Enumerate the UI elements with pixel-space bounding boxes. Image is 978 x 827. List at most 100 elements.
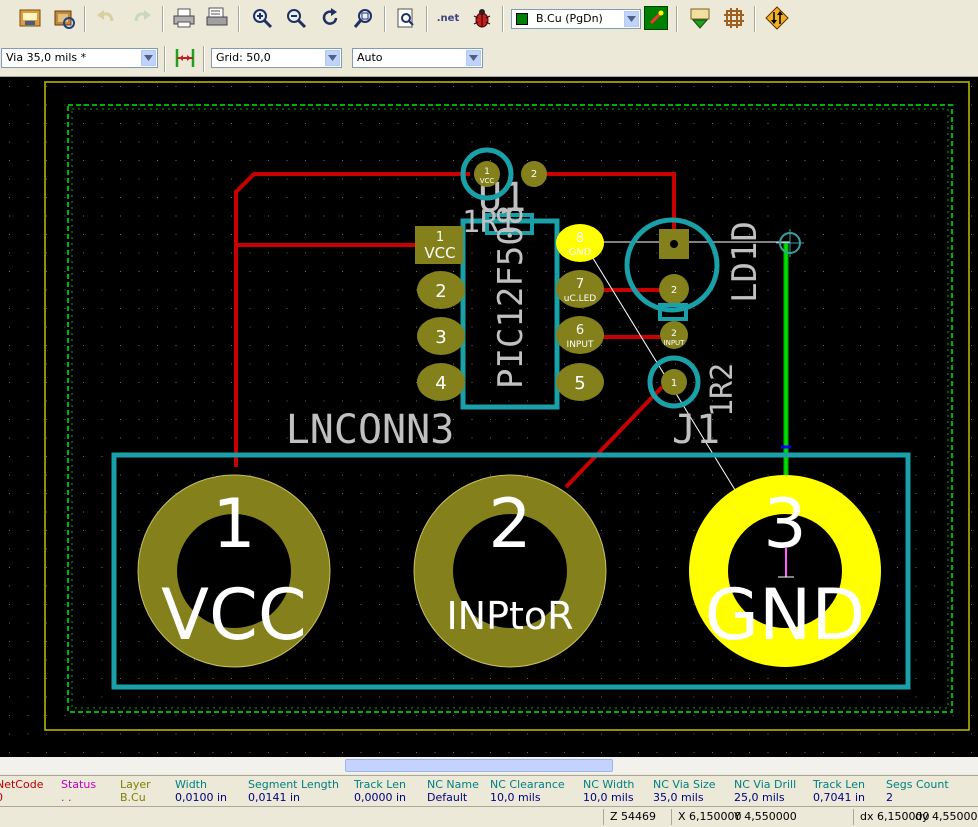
save-board-icon[interactable] xyxy=(16,4,44,32)
r2-ref-label: 1R2 xyxy=(705,363,740,417)
svg-text:6: 6 xyxy=(576,323,584,338)
netlist-icon[interactable]: .net xyxy=(434,4,462,32)
highlight-net-icon[interactable] xyxy=(763,4,791,32)
status-y: Y 4,550000 xyxy=(734,810,797,823)
r2-pad-1[interactable]: 1 xyxy=(661,369,687,395)
pcb-canvas[interactable]: 1 VCC 2 INPtoR 3 GND LNCONN3 J1 PIC12F50… xyxy=(0,77,978,757)
r1-pad-1[interactable]: 1 VCC xyxy=(474,161,500,187)
status-bar: Z 54469 X 6,150000 Y 4,550000 dx 6,15000… xyxy=(0,806,978,827)
connector-pin-2-number: 2 xyxy=(488,485,531,564)
autoroute-icon[interactable] xyxy=(686,4,714,32)
connector-pin-3-net: GND xyxy=(705,574,866,656)
u1-value-label: PIC12F508 xyxy=(491,205,531,389)
chevron-down-icon[interactable] xyxy=(141,50,156,66)
scrollbar-thumb[interactable] xyxy=(345,759,613,772)
d1-pad-2[interactable]: 2 xyxy=(659,274,689,304)
d1-outline xyxy=(624,217,720,313)
status-dy: dy 4,550000 xyxy=(915,810,978,823)
u1-pad-3[interactable]: 3 xyxy=(417,317,465,355)
r2-pad-2[interactable]: 2 INPUT xyxy=(660,321,688,349)
connector-pad-2[interactable] xyxy=(413,474,607,668)
red-tracks[interactable] xyxy=(234,172,676,489)
module-tools-icon[interactable] xyxy=(720,4,748,32)
active-layer-icon[interactable] xyxy=(644,6,668,30)
r1-ref-label: 1R1 xyxy=(462,205,516,240)
u1-pad-2[interactable]: 2 xyxy=(417,271,465,309)
copper-zone-outline xyxy=(67,104,953,713)
u1-pad-4[interactable]: 4 xyxy=(417,363,465,401)
via-size-select[interactable]: Via 35,0 mils * xyxy=(1,48,158,68)
svg-text:2: 2 xyxy=(531,169,537,180)
plot-icon[interactable] xyxy=(203,4,231,32)
pcb-drawing[interactable]: 1 VCC 2 INPtoR 3 GND LNCONN3 J1 PIC12F50… xyxy=(0,77,978,757)
toolbar-separator xyxy=(384,6,386,32)
r2-body xyxy=(658,303,688,321)
grid-select-value: Grid: 50,0 xyxy=(216,51,271,64)
zoom-out-icon[interactable] xyxy=(282,4,310,32)
drc-icon[interactable] xyxy=(468,4,496,32)
r2-outline xyxy=(647,355,701,409)
load-module-icon[interactable] xyxy=(50,4,78,32)
svg-text:8: 8 xyxy=(576,231,584,246)
svg-text:INPUT: INPUT xyxy=(567,340,594,350)
toolbar-separator xyxy=(754,6,756,32)
find-icon[interactable] xyxy=(392,4,420,32)
via-target[interactable] xyxy=(776,229,804,257)
status-dx: dx 6,150000 xyxy=(853,809,929,825)
u1-pad-1[interactable]: 1 VCC xyxy=(415,226,463,264)
zoom-select[interactable]: Auto xyxy=(352,48,483,68)
toolbar-separator xyxy=(164,46,166,72)
zoom-in-icon[interactable] xyxy=(248,4,276,32)
r1-outline xyxy=(460,147,514,201)
undo-icon[interactable] xyxy=(92,4,120,32)
connector-pad-1[interactable] xyxy=(137,474,331,668)
svg-text:2: 2 xyxy=(671,285,677,296)
horizontal-scrollbar[interactable] xyxy=(0,757,978,774)
r1-pad-2[interactable]: 2 xyxy=(521,161,547,187)
layer-select-value: B.Cu (PgDn) xyxy=(536,12,603,25)
auto-track-width-icon[interactable] xyxy=(171,44,199,72)
layer-color-swatch xyxy=(516,13,528,25)
status-zoom: Z 54469 xyxy=(603,809,670,825)
svg-text:1: 1 xyxy=(671,378,677,389)
chevron-down-icon[interactable] xyxy=(624,11,639,27)
print-icon[interactable] xyxy=(170,4,198,32)
redo-icon[interactable] xyxy=(128,4,156,32)
zoom-redraw-icon[interactable] xyxy=(316,4,344,32)
connector-pin-1-number: 1 xyxy=(212,485,255,564)
u1-pad-5[interactable]: 5 xyxy=(556,363,604,401)
chevron-down-icon[interactable] xyxy=(466,50,481,66)
grid-select[interactable]: Grid: 50,0 xyxy=(211,48,342,68)
u1-pad-8[interactable]: 8 GND xyxy=(556,224,604,262)
svg-text:INPUT: INPUT xyxy=(664,339,686,347)
j1-ref-label: J1 xyxy=(672,407,720,453)
j1-value-label: LNCONN3 xyxy=(286,407,455,453)
svg-text:5: 5 xyxy=(574,373,585,394)
svg-text:1: 1 xyxy=(436,230,444,245)
zoom-fit-icon[interactable] xyxy=(350,4,378,32)
u1-pad-6[interactable]: 6 INPUT xyxy=(556,316,604,354)
svg-text:GND: GND xyxy=(569,247,592,258)
connector-pin-1-net: VCC xyxy=(161,574,307,656)
u1-pad-7[interactable]: 7 uC.LED xyxy=(556,270,604,308)
d1-ref-label: LD1D xyxy=(725,221,765,303)
svg-text:uC.LED: uC.LED xyxy=(564,294,597,304)
d1-pad-1[interactable] xyxy=(659,229,689,259)
toolbar-separator xyxy=(162,6,164,32)
j1-courtyard-outline xyxy=(111,452,911,690)
netlist-label: .net xyxy=(436,12,460,24)
copper-zone-inner xyxy=(71,108,949,709)
toolbar-separator xyxy=(426,6,428,32)
chevron-down-icon[interactable] xyxy=(325,50,340,66)
svg-text:2: 2 xyxy=(435,281,446,302)
toolbar-separator xyxy=(203,46,205,72)
layer-select[interactable]: B.Cu (PgDn) xyxy=(511,9,641,29)
